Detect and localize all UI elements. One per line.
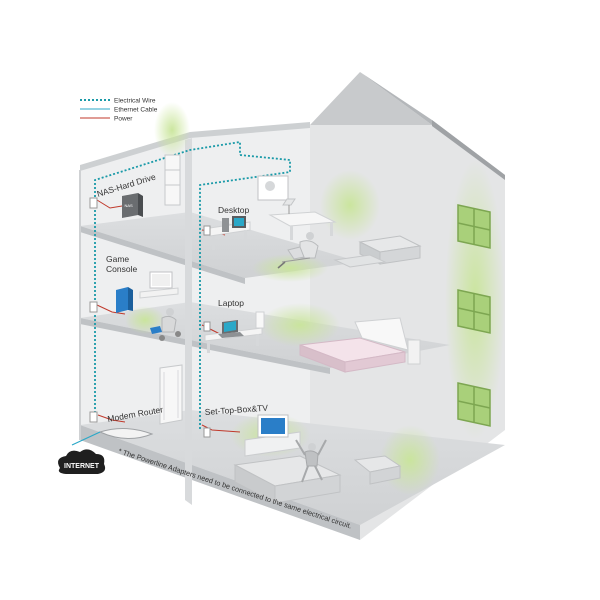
- room-game-console: Game Console: [89, 254, 181, 341]
- nas-device: NAS: [122, 193, 143, 218]
- powerline-adapter: [89, 197, 98, 209]
- desktop-computer: [222, 216, 246, 232]
- nas-box-text: NAS: [125, 203, 134, 208]
- window: [457, 289, 491, 334]
- person-in-chair: [277, 232, 319, 269]
- tv-cabinet: [244, 414, 301, 457]
- legend-label: Ethernet Cable: [114, 107, 158, 114]
- label-laptop: Laptop: [218, 298, 244, 308]
- window: [457, 382, 491, 427]
- room-laptop: Laptop: [203, 298, 421, 373]
- powerline-adapter: [203, 427, 211, 438]
- label-console: Console: [106, 264, 137, 274]
- window: [457, 204, 491, 249]
- legend-label: Power: [114, 116, 133, 123]
- lamp: [255, 311, 265, 329]
- powerline-adapter: [89, 411, 98, 423]
- coffee-table: [333, 254, 387, 268]
- person-jumping: [295, 439, 327, 483]
- ceiling-edge: [80, 122, 310, 171]
- roof-edge: [432, 120, 505, 180]
- side-cabinet: [407, 339, 421, 365]
- floor-slab-ground-edge: [80, 425, 360, 540]
- bookshelf: [164, 154, 181, 206]
- legend: Electrical Wire Ethernet Cable Power: [80, 98, 158, 123]
- internet-label: INTERNET: [64, 463, 100, 470]
- armchair: [353, 455, 402, 485]
- bed: [299, 317, 409, 373]
- electrical-wires: [94, 140, 291, 430]
- legend-label: Electrical Wire: [114, 98, 156, 105]
- room-desktop: Desktop: [203, 175, 422, 269]
- divider-wall: [185, 138, 192, 505]
- game-console-device: [116, 287, 133, 313]
- person-gaming: [150, 308, 181, 341]
- room-set-top-box: Set-Top-Box&TV: [203, 403, 402, 504]
- roof-gable: [310, 72, 432, 125]
- label-desktop: Desktop: [218, 205, 249, 215]
- legend-item-power: Power: [80, 116, 133, 123]
- side-windows: [457, 204, 491, 427]
- label-game: Game: [106, 254, 129, 264]
- office-desk: [268, 198, 337, 240]
- laptop-device: [218, 320, 244, 338]
- powerline-adapter: [203, 321, 211, 332]
- powerline-adapter: [89, 301, 98, 313]
- powerline-adapter: [203, 225, 211, 236]
- tv: [139, 271, 179, 299]
- modem-router-device: [71, 428, 154, 446]
- floor-slab-top-edge: [80, 226, 245, 284]
- legend-item-electrical-wire: Electrical Wire: [80, 98, 156, 105]
- label-set-top-box-tv: Set-Top-Box&TV: [204, 403, 268, 417]
- cloud-icon: [58, 449, 106, 474]
- legend-item-ethernet-cable: Ethernet Cable: [80, 107, 158, 114]
- door: [159, 364, 183, 425]
- internet-cloud: INTERNET: [58, 449, 106, 474]
